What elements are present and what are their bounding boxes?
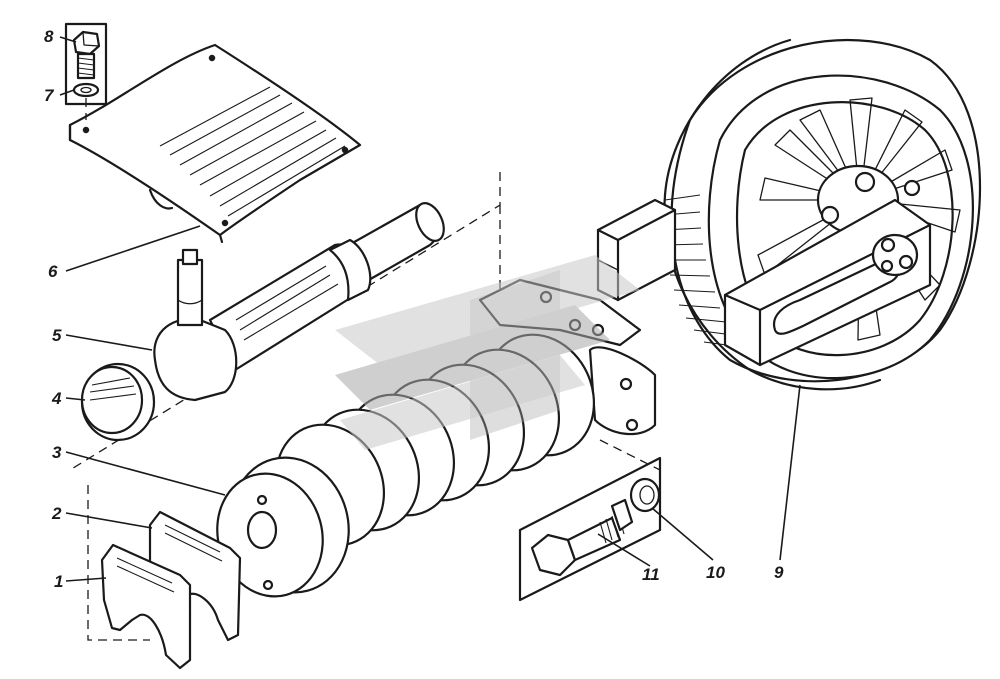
part-11-bolt [518,456,662,602]
part-10-washer [629,477,661,513]
part-6-cover-plate [68,43,362,244]
part-8-bolt [64,22,108,106]
callout-3: 3 [52,443,62,462]
part-1-shim [100,543,192,670]
callout-10: 10 [706,563,725,582]
callout-4: 4 [51,389,62,408]
leader-lines [59,36,801,582]
part-4-cap [80,362,156,442]
callout-11: 11 [642,565,660,584]
watermark-logo [335,255,640,450]
callout-1: 1 [54,572,63,591]
callout-8: 8 [44,27,54,46]
part-5-tension-rod [153,202,445,402]
callout-labels: 1 2 3 4 5 6 7 8 9 10 11 [44,27,784,591]
part-9-idler-wheel [596,38,982,391]
callout-2: 2 [51,504,62,523]
callout-7: 7 [44,86,55,105]
callout-9: 9 [774,563,784,582]
callout-6: 6 [48,262,58,281]
callout-5: 5 [52,326,62,345]
